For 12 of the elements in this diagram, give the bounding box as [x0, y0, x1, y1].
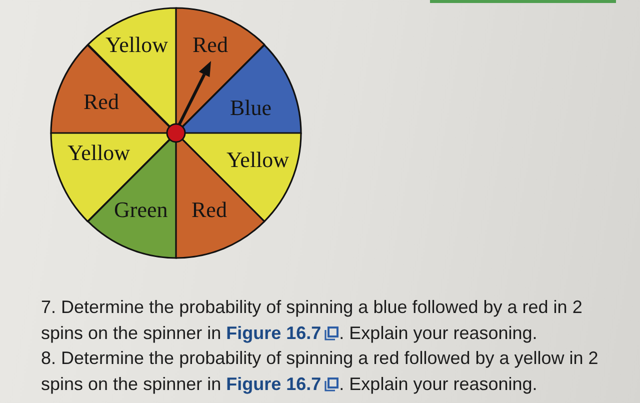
sector-label: Red	[192, 34, 228, 56]
question-text: 7. Determine the probability of spinning a blue followed by a red in 2 spins on the spinner in Figure 16.7. Explain your reasoning.	[41, 296, 584, 345]
sector-label: Red	[84, 90, 119, 113]
sector-label: Red	[192, 199, 227, 221]
figure-link: Figure 16.7	[226, 374, 322, 394]
sector-label: Yellow	[105, 34, 168, 56]
sector-label: Yellow	[68, 142, 130, 164]
figure-link: Figure 16.7	[226, 322, 322, 343]
sector-label: Blue	[230, 96, 272, 119]
sector-label: Yellow	[226, 149, 290, 171]
question-text: 8. Determine the probability of spinning a red followed by a yellow in 2 spins on the spinner in Figure 16.7. Explain your reasoning.	[41, 347, 600, 396]
sector-label: Green	[114, 199, 168, 221]
